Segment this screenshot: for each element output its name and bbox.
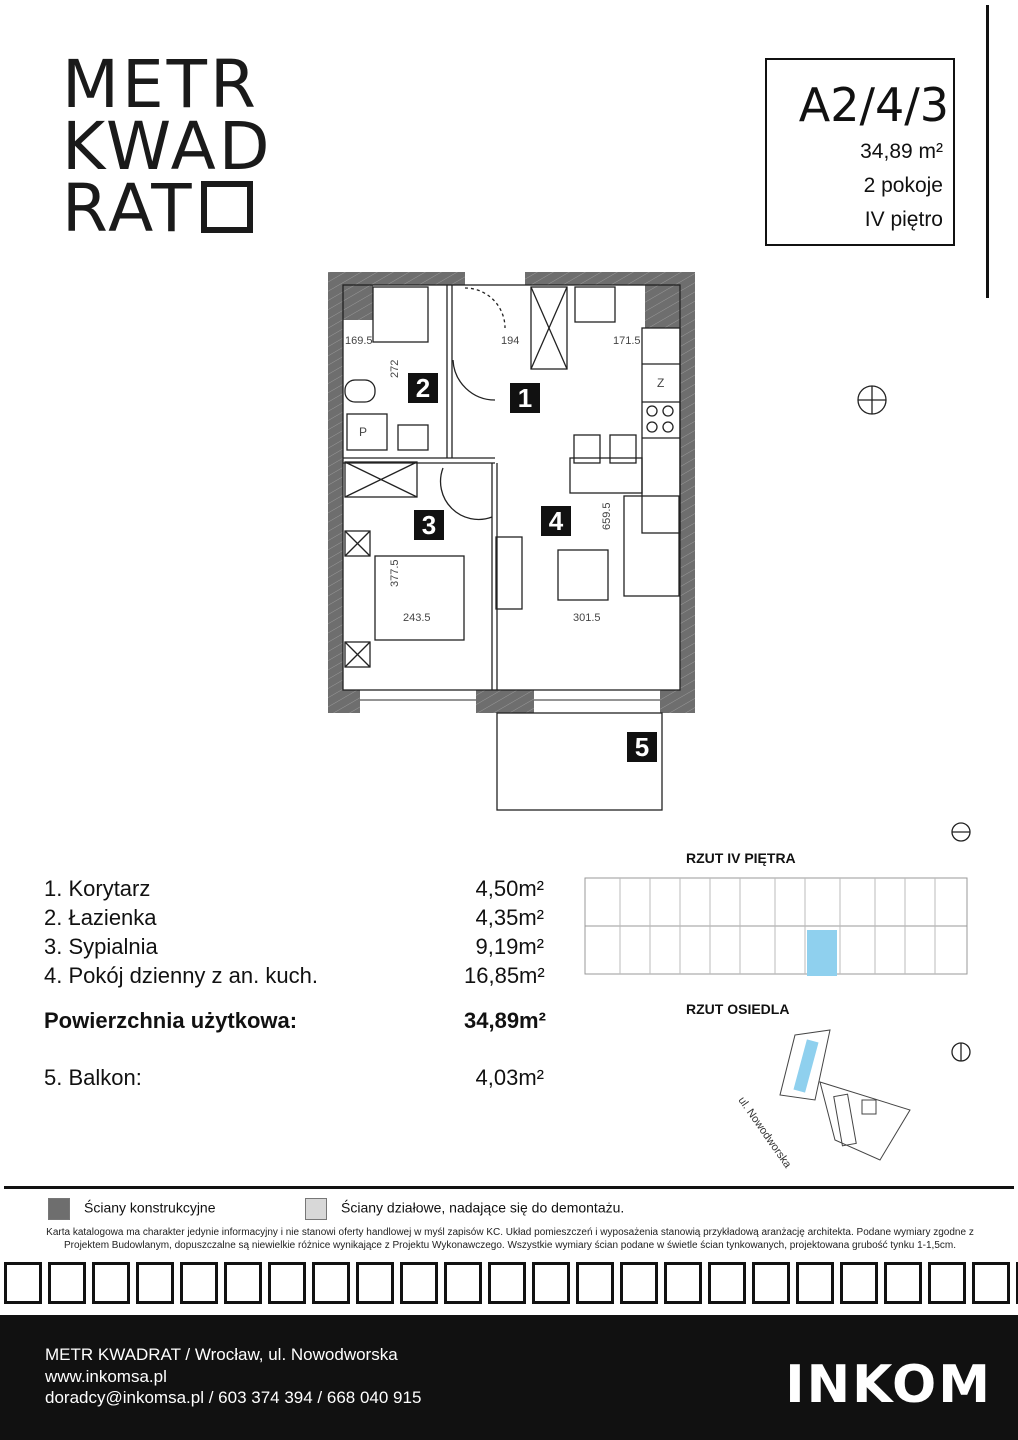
room-area: 4,50m²: [475, 876, 544, 901]
inkom-logo: INKOM: [785, 1355, 992, 1415]
fridge-label: Z: [657, 376, 664, 390]
legend-structural: Ściany konstrukcyjne: [48, 1198, 216, 1220]
unit-rooms: 2 pokoje: [863, 174, 943, 197]
street-label: ul. Nowodworska: [736, 1095, 794, 1171]
room-number: 3: [422, 510, 436, 540]
total-area: 34,89m²: [464, 1008, 546, 1033]
room-name: 2. Łazienka: [44, 905, 157, 930]
unit-highlight: [807, 930, 837, 976]
divider: [986, 5, 989, 298]
footer-address: METR KWADRAT / Wrocław, ul. Nowodworska: [45, 1345, 398, 1364]
dimension: 194: [501, 335, 519, 347]
room-number: 2: [416, 373, 430, 403]
balcony-name: 5. Balkon:: [44, 1065, 142, 1090]
unit-code: A2/4/3: [798, 78, 949, 132]
dimension: 272: [389, 360, 401, 378]
room-area-list: 1. Korytarz 4,50m² 2. Łazienka 4,35m² 3. S…: [44, 876, 546, 1094]
floor-plan-title: RZUT IV PIĘTRA: [686, 850, 796, 866]
dimension: 171.5: [613, 335, 641, 347]
room-number: 5: [635, 732, 649, 762]
room-name: 4. Pokój dzienny z an. kuch.: [44, 963, 318, 988]
interior-walls: [342, 284, 681, 811]
list-item: 3. Sypialnia 9,19m²: [44, 934, 544, 963]
room-name: 3. Sypialnia: [44, 934, 158, 959]
room-area: 9,19m²: [475, 934, 544, 959]
room-area: 4,35m²: [475, 905, 544, 930]
divider: [4, 1186, 1014, 1189]
total-label: Powierzchnia użytkowa:: [44, 1008, 298, 1033]
legend-partition: Ściany działowe, nadające się do demonta…: [305, 1198, 624, 1220]
dimension-labels: 169.5 194 171.5 272 659.5 377.5 243.5 30…: [345, 335, 664, 624]
dimension: 243.5: [403, 612, 431, 624]
structural-wall-swatch: [48, 1198, 70, 1220]
compass-icon: [857, 385, 971, 1062]
list-item: 2. Łazienka 4,35m²: [44, 905, 544, 934]
dimension: 169.5: [345, 335, 373, 347]
building-floor-plan-thumbnail: [584, 877, 968, 976]
unit-info-box: A2/4/3 34,89 m² 2 pokoje IV piętro: [765, 58, 955, 246]
list-item: 4. Pokój dzienny z an. kuch. 16,85m²: [44, 963, 545, 992]
washer-label: P: [359, 425, 367, 439]
room-area: 16,85m²: [464, 963, 545, 988]
total-area-row: Powierzchnia użytkowa: 34,89m²: [44, 1008, 546, 1037]
partition-wall-swatch: [305, 1198, 327, 1220]
unit-area: 34,89 m²: [860, 140, 943, 163]
disclaimer: Karta katalogowa ma charakter jedynie in…: [46, 1227, 974, 1251]
logo-line: METR: [62, 46, 259, 123]
logo-line: KWAD: [62, 108, 273, 185]
dimension: 377.5: [389, 559, 401, 587]
dimension: 659.5: [601, 502, 613, 530]
room-number-badges: 1 2 3 4 5: [408, 373, 657, 762]
logo-square-icon: [200, 181, 253, 233]
decorative-square-strip: [0, 1262, 1018, 1312]
room-name: 1. Korytarz: [44, 876, 151, 901]
legend-label: Ściany konstrukcyjne: [84, 1199, 216, 1216]
dimension: 301.5: [573, 612, 601, 624]
legend-label: Ściany działowe, nadające się do demonta…: [341, 1199, 625, 1216]
unit-floor: IV piętro: [864, 208, 943, 231]
list-item: 1. Korytarz 4,50m²: [44, 876, 544, 905]
footer: METR KWADRAT / Wrocław, ul. Nowodworska …: [0, 1315, 1018, 1440]
site-plan-title: RZUT OSIEDLA: [686, 1001, 790, 1017]
balcony-row: 5. Balkon: 4,03m²: [44, 1065, 544, 1094]
footer-contact[interactable]: doradcy@inkomsa.pl / 603 374 394 / 668 0…: [45, 1388, 422, 1407]
site-plan-thumbnail: ul. Nowodworska: [736, 1029, 911, 1171]
structural-walls: [328, 272, 695, 713]
logo-line: RAT: [62, 170, 195, 247]
balcony-area: 4,03m²: [475, 1065, 544, 1090]
room-number: 1: [518, 383, 532, 413]
metr-kwadrat-logo: METR KWAD RAT: [62, 46, 273, 242]
room-number: 4: [549, 506, 564, 536]
footer-website-link[interactable]: www.inkomsa.pl: [45, 1367, 167, 1386]
